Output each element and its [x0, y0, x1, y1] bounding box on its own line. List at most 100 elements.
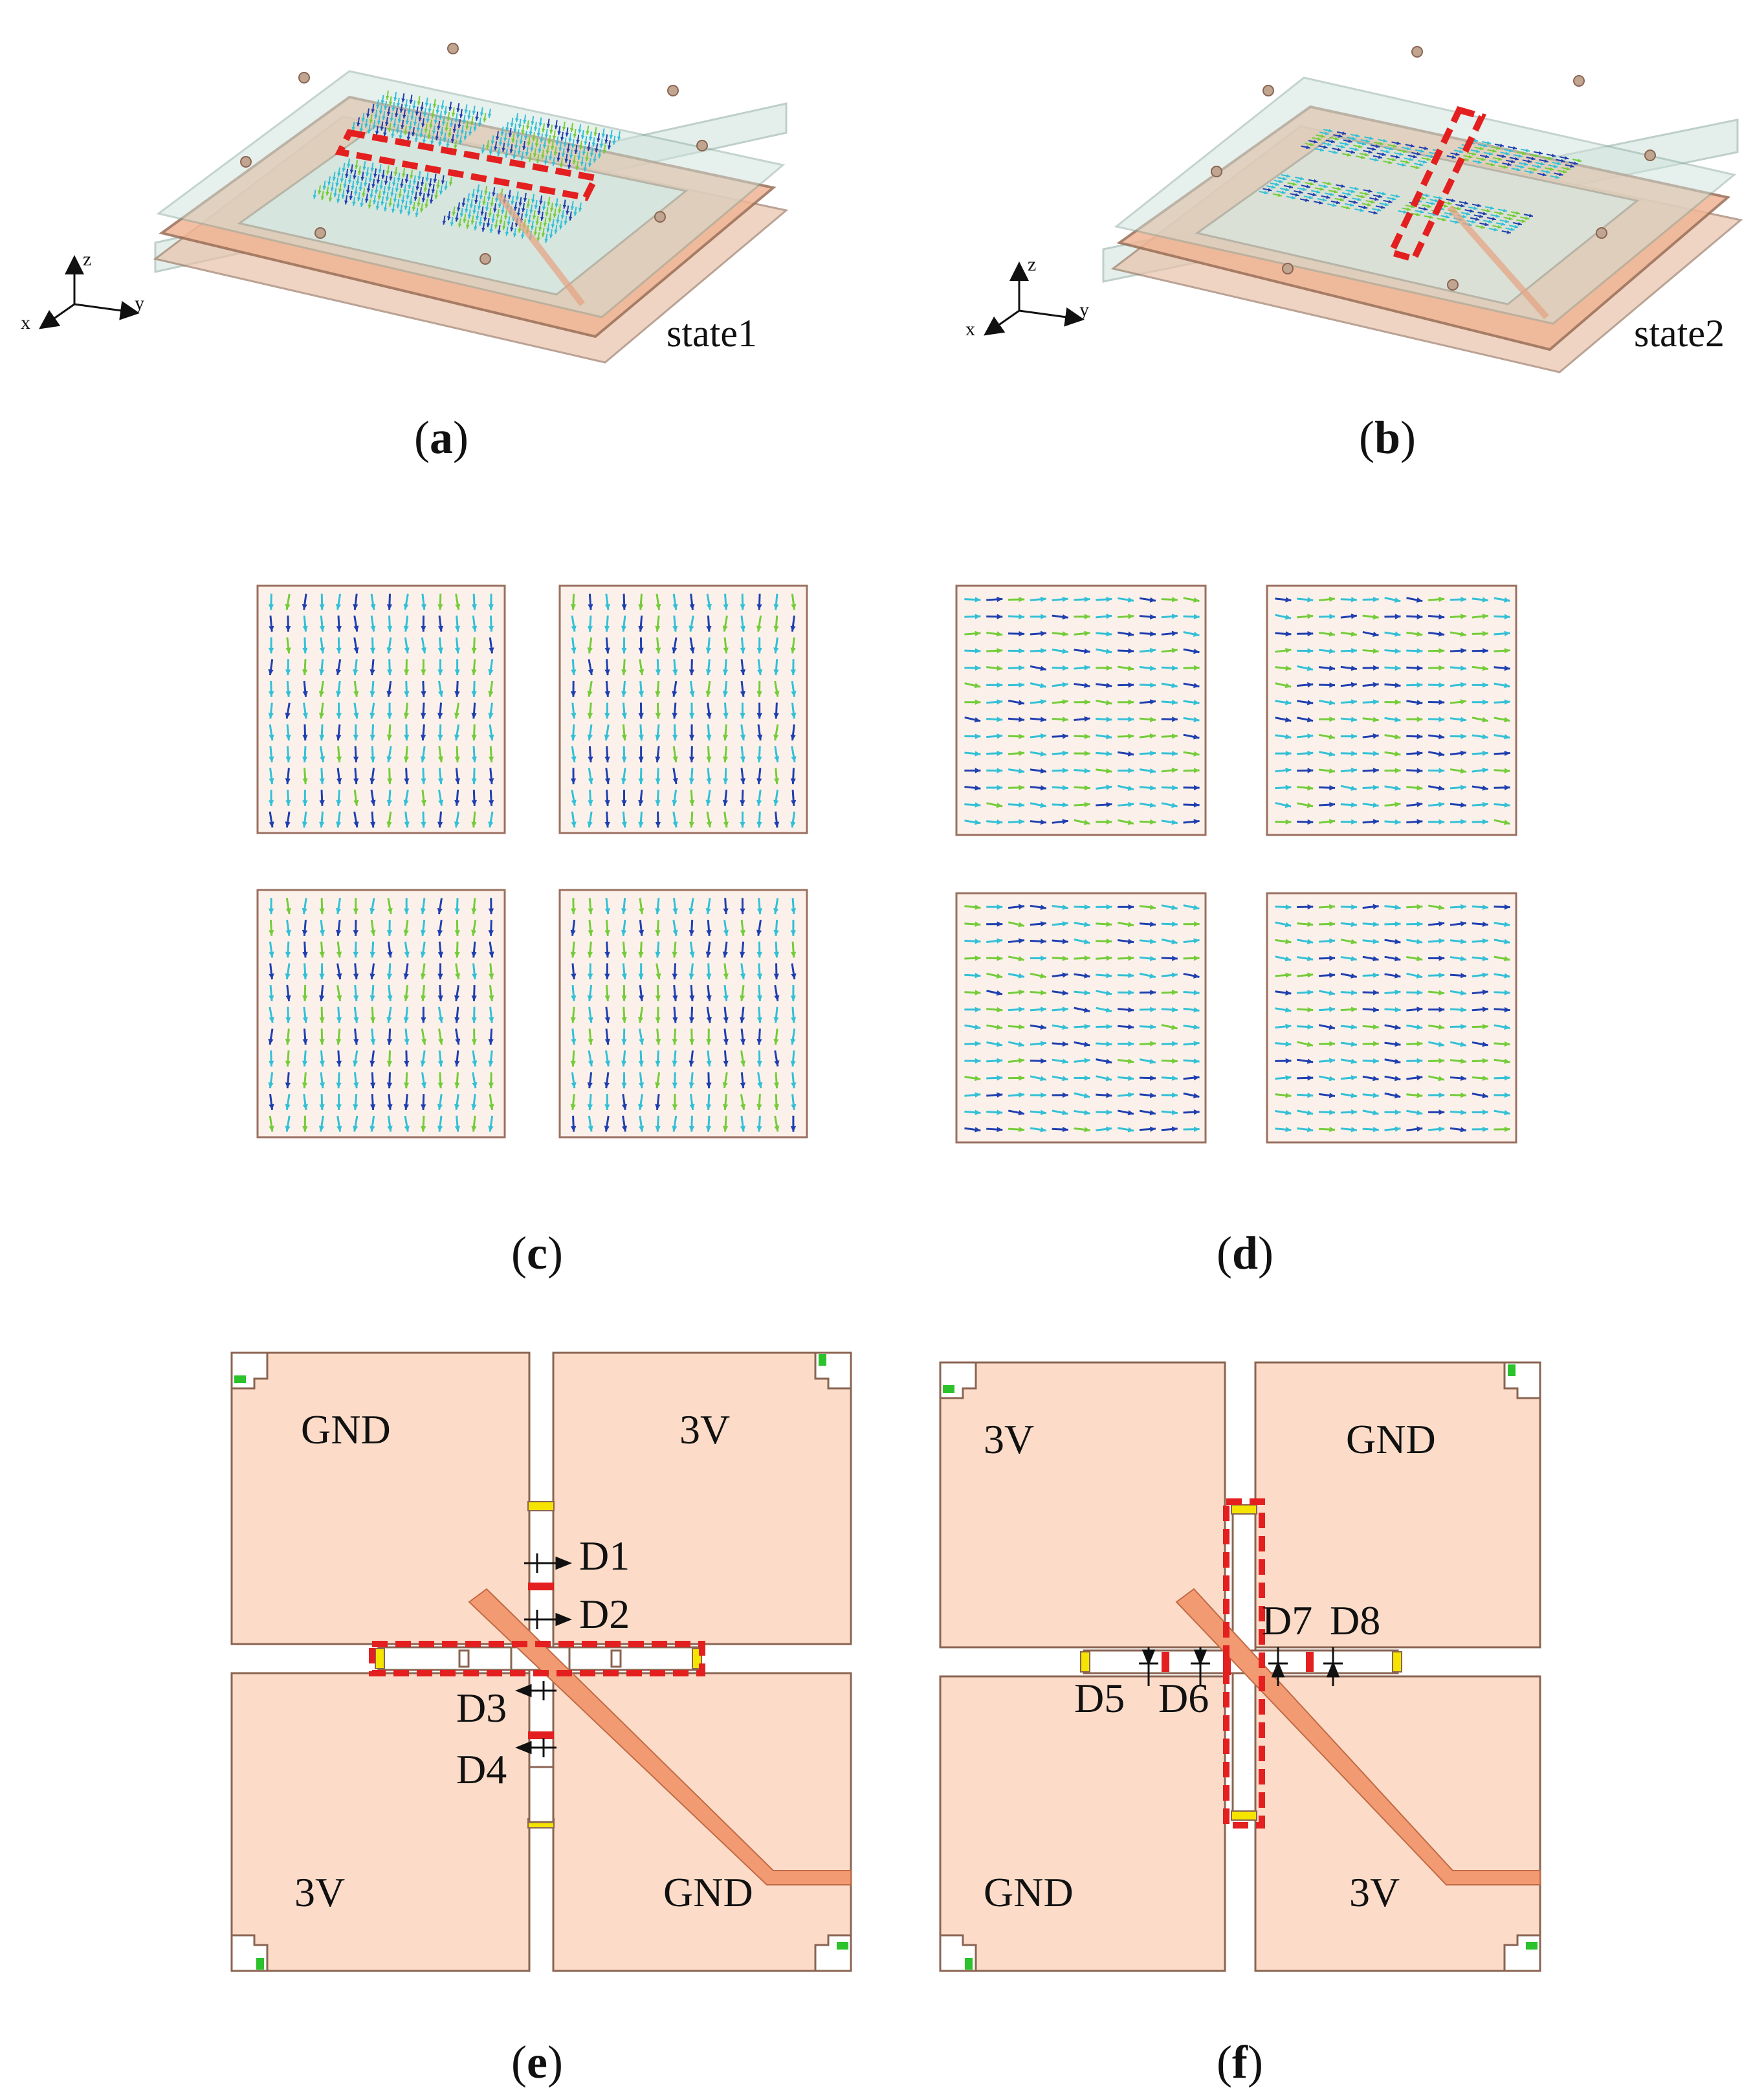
current-vector-head — [518, 202, 522, 206]
current-vector-head — [1285, 647, 1292, 654]
current-vector-head — [1460, 750, 1466, 756]
current-vector-head — [604, 1104, 610, 1110]
current-vector-head — [285, 1039, 291, 1045]
current-vector-head — [578, 207, 582, 212]
current-vector-head — [1373, 1024, 1379, 1030]
panel-b-caption: (b) — [1359, 412, 1416, 463]
current-vector-head — [1517, 222, 1522, 226]
current-vector-head — [1533, 167, 1538, 172]
current-vector-head — [705, 1126, 712, 1132]
current-vector-head — [376, 179, 380, 184]
current-vector-head — [354, 191, 358, 195]
current-vector-head — [1284, 683, 1292, 689]
current-vector-head — [1040, 665, 1046, 671]
current-vector-head — [588, 778, 593, 784]
current-vector-head — [562, 205, 567, 209]
current-vector-head — [1019, 682, 1025, 688]
panel-e-bias-layout: GND 3V 3V GND D1 D2 D3 D4 — [230, 1351, 852, 1972]
current-vector-head — [1040, 1024, 1046, 1030]
current-vector-head — [672, 1017, 678, 1023]
current-vector-head — [791, 604, 797, 610]
current-vector-head — [515, 196, 520, 201]
current-vector-head — [975, 1092, 981, 1098]
current-vector-head — [571, 756, 577, 762]
current-vector-head — [380, 126, 384, 131]
current-vector-head — [1490, 206, 1494, 210]
current-vector-head — [568, 164, 571, 169]
current-vector-head — [1417, 1041, 1423, 1047]
current-vector-head — [1329, 631, 1335, 637]
current-vector-head — [475, 216, 480, 220]
current-vector-head — [1040, 803, 1046, 808]
current-vector-head — [1171, 904, 1178, 911]
current-vector-head — [1514, 225, 1519, 228]
current-vector-head — [1171, 819, 1178, 825]
current-vector-head — [1171, 939, 1178, 944]
current-vector-head — [1509, 149, 1514, 153]
current-vector-head — [1062, 733, 1068, 739]
current-vector-head — [415, 186, 419, 191]
current-vector-head — [1150, 1126, 1156, 1132]
current-vector-head — [1373, 614, 1379, 620]
current-vector-head — [591, 142, 596, 147]
current-vector-head — [1318, 201, 1323, 205]
current-vector-head — [459, 213, 464, 217]
current-vector-head — [360, 177, 364, 181]
current-vector-head — [407, 211, 411, 216]
current-vector-head — [1329, 904, 1336, 910]
current-vector-head — [353, 1082, 359, 1089]
current-vector-head — [1352, 137, 1356, 140]
current-vector-head — [386, 930, 393, 936]
current-vector-head — [1514, 157, 1519, 161]
current-vector-head — [997, 784, 1003, 791]
current-vector-head — [1106, 1093, 1112, 1098]
current-vector-head — [1505, 151, 1510, 155]
current-vector-head — [489, 647, 494, 654]
current-vector-head — [410, 175, 413, 179]
current-vector-head — [1150, 785, 1156, 791]
current-vector-head — [471, 800, 478, 806]
current-vector-head — [1395, 1126, 1401, 1132]
current-vector-head — [336, 929, 342, 936]
current-vector-head — [1417, 1058, 1423, 1064]
current-vector-head — [394, 113, 399, 118]
current-vector-head — [723, 995, 729, 1001]
current-vector-head — [580, 135, 585, 140]
current-vector-head — [997, 1058, 1003, 1063]
current-vector-head — [1150, 1006, 1156, 1012]
current-vector-head — [336, 951, 342, 958]
current-vector-head — [503, 137, 507, 142]
current-vector-head — [372, 125, 376, 129]
current-vector-head — [443, 111, 448, 116]
current-vector-head — [1351, 648, 1357, 654]
current-vector-head — [404, 735, 410, 741]
current-vector-head — [353, 625, 359, 632]
current-vector-head — [1439, 1126, 1445, 1132]
current-vector-head — [285, 1126, 291, 1132]
current-vector-head — [416, 128, 421, 132]
current-vector-head — [1019, 631, 1025, 637]
current-vector-head — [513, 206, 518, 211]
current-vector-head — [386, 800, 392, 806]
current-vector-head — [997, 750, 1003, 757]
current-vector-head — [1040, 973, 1046, 979]
current-vector-head — [604, 756, 610, 762]
current-vector-head — [790, 1126, 797, 1132]
current-vector-head — [1329, 665, 1336, 671]
current-vector-head — [302, 1104, 308, 1110]
current-vector-head — [1555, 175, 1560, 179]
current-vector-head — [593, 159, 597, 163]
current-vector-head — [369, 1017, 376, 1023]
current-vector-head — [420, 182, 424, 186]
current-vector-head — [638, 778, 644, 784]
current-vector-head — [420, 908, 426, 915]
current-vector-head — [1495, 214, 1500, 218]
current-vector-head — [723, 821, 729, 828]
current-vector-head — [523, 197, 527, 202]
current-vector-head — [689, 951, 695, 958]
current-vector-head — [457, 207, 461, 212]
current-vector-head — [1483, 1126, 1488, 1132]
current-vector-head — [1512, 214, 1517, 218]
current-vector-head — [1019, 1024, 1025, 1030]
current-vector-head — [355, 165, 358, 170]
